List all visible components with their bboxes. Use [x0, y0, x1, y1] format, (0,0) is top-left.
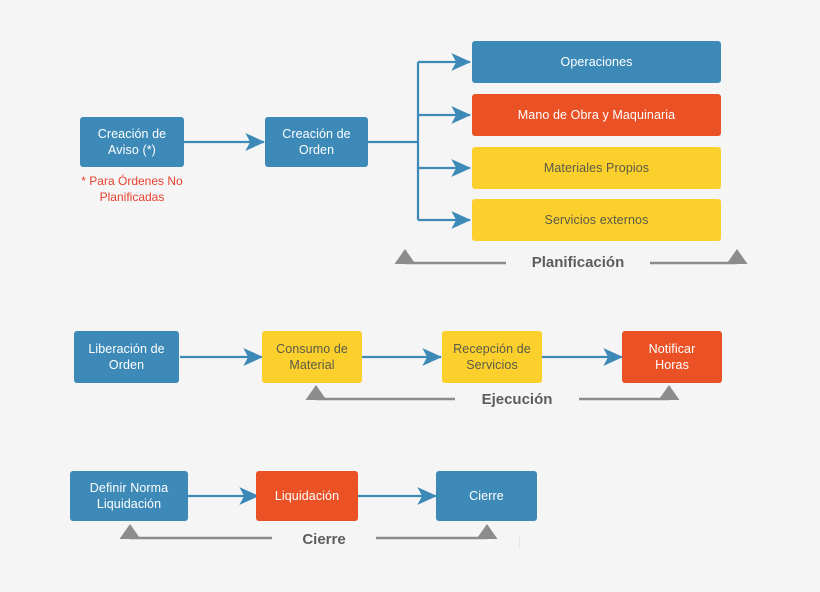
- branch-trunk: [368, 62, 420, 220]
- node-label: Liberación de Orden: [88, 342, 165, 372]
- stray-mark: |: [518, 536, 521, 548]
- node-label: Cierre: [469, 489, 504, 503]
- node-creacion-aviso[interactable]: Creación de Aviso (*): [80, 117, 184, 167]
- phase-label-cierre: Cierre: [272, 531, 376, 548]
- node-label: Materiales Propios: [543, 161, 650, 175]
- node-consumo-de-material[interactable]: Consumo de Material: [262, 331, 362, 383]
- node-definir-norma-liquidacion[interactable]: Definir Norma Liquidación: [70, 471, 188, 521]
- node-label: Definir Norma Liquidación: [89, 481, 169, 511]
- node-materiales-propios[interactable]: Materiales Propios: [472, 147, 721, 189]
- node-label: Notificar Horas: [648, 342, 696, 372]
- node-label: Consumo de Material: [276, 342, 348, 372]
- node-operaciones[interactable]: Operaciones: [472, 41, 721, 83]
- node-label: Recepción de Servicios: [453, 342, 531, 372]
- node-label: Mano de Obra y Maquinaria: [517, 108, 676, 122]
- phase-label-ejecucion: Ejecución: [455, 391, 579, 408]
- node-creacion-orden[interactable]: Creación de Orden: [265, 117, 368, 167]
- node-mano-de-obra-y-maquinaria[interactable]: Mano de Obra y Maquinaria: [472, 94, 721, 136]
- footnote-ordenes-no-planificadas: * Para Órdenes No Planificadas: [81, 174, 183, 204]
- node-label: Creación de Orden: [282, 127, 351, 157]
- node-servicios-externos[interactable]: Servicios externos: [472, 199, 721, 241]
- node-label: Liquidación: [274, 489, 340, 503]
- node-liberacion-de-orden[interactable]: Liberación de Orden: [74, 331, 179, 383]
- node-recepcion-de-servicios[interactable]: Recepción de Servicios: [442, 331, 542, 383]
- node-cierre[interactable]: Cierre: [436, 471, 537, 521]
- node-liquidacion[interactable]: Liquidación: [256, 471, 358, 521]
- node-notificar-horas[interactable]: Notificar Horas: [622, 331, 722, 383]
- node-label: Operaciones: [560, 55, 633, 69]
- node-label: Creación de Aviso (*): [97, 127, 167, 157]
- phase-label-planificacion: Planificación: [506, 254, 650, 271]
- node-label: Servicios externos: [544, 213, 649, 227]
